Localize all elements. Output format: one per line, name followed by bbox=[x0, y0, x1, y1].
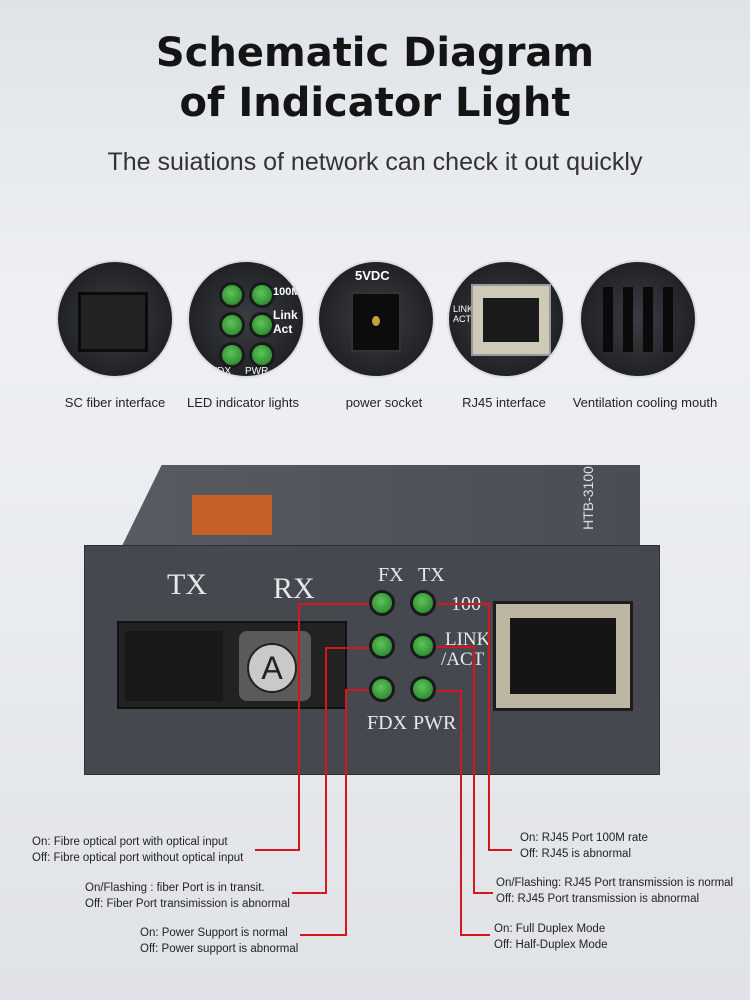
callout-line bbox=[488, 603, 490, 851]
annotation-rj45-link: On/Flashing: RJ45 Port transmission is n… bbox=[496, 875, 733, 907]
rj45-link-led bbox=[410, 633, 436, 659]
feature-caption: SC fiber interface bbox=[64, 395, 166, 410]
callout-line bbox=[488, 849, 512, 851]
tx-led-label: TX bbox=[418, 564, 445, 586]
callout-line bbox=[298, 603, 370, 605]
callout-line bbox=[473, 892, 493, 894]
annotation-off: Off: RJ45 is abnormal bbox=[520, 848, 632, 860]
led-label: Link bbox=[273, 308, 298, 322]
led-label: Act bbox=[273, 322, 293, 336]
callout-line bbox=[325, 647, 327, 894]
feature-caption: Ventilation cooling mouth bbox=[572, 395, 718, 410]
title-line-1: Schematic Diagram bbox=[155, 30, 595, 76]
act-label: /ACT bbox=[441, 649, 485, 670]
fx-label: FX bbox=[378, 564, 404, 586]
feature-caption: RJ45 interface bbox=[462, 395, 546, 410]
device-front-panel: TX RX A FX TX 100 LINK /ACT FDX PWR bbox=[84, 545, 660, 775]
callout-line bbox=[437, 646, 474, 648]
pwr-label: PWR bbox=[413, 712, 457, 734]
callout-line bbox=[460, 934, 490, 936]
annotation-off: Off: RJ45 Port transmission is abnormal bbox=[496, 893, 700, 905]
led-label: PWR bbox=[245, 366, 269, 377]
sc-fiber-port[interactable]: A bbox=[117, 621, 347, 709]
led-label: 100M bbox=[273, 286, 301, 298]
callout-line bbox=[437, 690, 461, 692]
annotation-off: Off: Half-Duplex Mode bbox=[494, 939, 608, 951]
callout-line bbox=[345, 689, 370, 691]
voltage-marking: 5VDC bbox=[355, 268, 390, 283]
led-closeup: 100M Link Act FDX PWR bbox=[187, 260, 305, 378]
annotation-on: On: Full Duplex Mode bbox=[494, 923, 606, 935]
feature-caption: LED indicator lights bbox=[187, 395, 299, 410]
tx-100-led bbox=[410, 590, 436, 616]
pwr-led bbox=[410, 676, 436, 702]
brand-label bbox=[192, 495, 272, 535]
annotation-on: On/Flashing: RJ45 Port transmission is n… bbox=[496, 877, 734, 889]
callout-line bbox=[345, 689, 347, 936]
link-label: LINK bbox=[445, 629, 491, 650]
annotation-off: Off: Fiber Port transimission is abnorma… bbox=[85, 898, 290, 910]
fiber-mark: A bbox=[247, 643, 297, 693]
annotation-off: Off: Fibre optical port without optical … bbox=[32, 852, 244, 864]
annotation-off: Off: Power support is abnormal bbox=[140, 943, 299, 955]
annotation-fiber-link: On/Flashing : fiber Port is in transit. O… bbox=[85, 880, 290, 912]
rj45-marking: LINK ACT bbox=[453, 304, 474, 324]
annotation-fx: On: Fibre optical port with optical inpu… bbox=[32, 834, 243, 866]
annotation-on: On: Fibre optical port with optical inpu… bbox=[32, 836, 228, 848]
callout-line bbox=[298, 603, 300, 851]
sc-fiber-closeup bbox=[56, 260, 174, 378]
annotation-on: On: RJ45 Port 100M rate bbox=[520, 832, 648, 844]
callout-line bbox=[437, 603, 489, 605]
rj45-closeup: LINK ACT bbox=[447, 260, 565, 378]
title-line-2: of Indicator Light bbox=[179, 80, 571, 126]
callout-line bbox=[325, 647, 370, 649]
callout-line bbox=[473, 646, 475, 894]
callout-line bbox=[292, 892, 327, 894]
subtitle: The suiations of network can check it ou… bbox=[107, 148, 643, 176]
feature-caption: power socket bbox=[345, 395, 423, 410]
led-label: FDX bbox=[211, 366, 231, 377]
callout-line bbox=[300, 934, 347, 936]
fdx-led bbox=[369, 676, 395, 702]
model-label: HTB-3100 bbox=[580, 466, 597, 530]
fiber-link-led bbox=[369, 633, 395, 659]
fx-led bbox=[369, 590, 395, 616]
device-top: HTB-3100 bbox=[120, 465, 640, 550]
fdx-label: FDX bbox=[367, 712, 408, 734]
callout-line bbox=[255, 849, 300, 851]
callout-line bbox=[460, 690, 462, 936]
power-socket-closeup: 5VDC bbox=[317, 260, 435, 378]
tx-port-label: TX bbox=[167, 568, 207, 601]
ventilation-closeup bbox=[579, 260, 697, 378]
annotation-on: On: Power Support is normal bbox=[140, 927, 288, 939]
rx-port-label: RX bbox=[273, 572, 315, 605]
rj45-port[interactable] bbox=[493, 601, 633, 711]
annotation-on: On/Flashing : fiber Port is in transit. bbox=[85, 882, 265, 894]
